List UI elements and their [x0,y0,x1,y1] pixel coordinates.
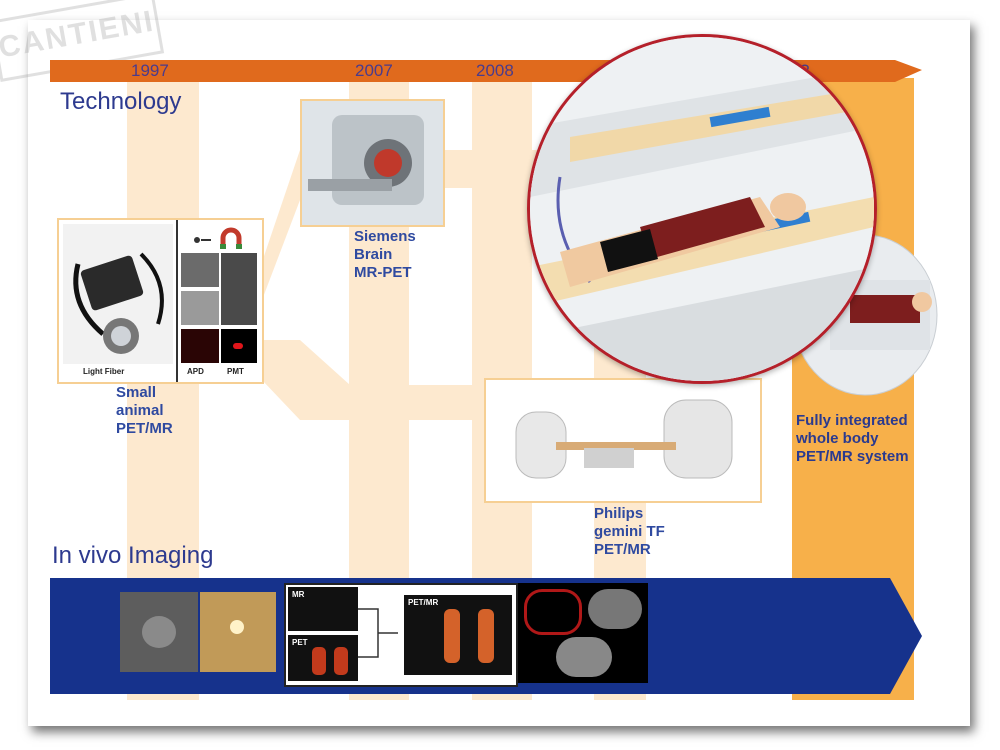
small-animal-photo-panel: Light Fiber APD PMT [57,218,264,384]
caption-small-animal: Small animal PET/MR [116,384,173,437]
petmr-label: PET/MR [408,598,439,607]
year-label-2007: 2007 [355,61,393,80]
pet-label: PET [292,638,308,647]
inset-patient-icon [530,37,874,381]
light-fiber-icon [73,252,164,354]
caption-siemens: Siemens Brain MR-PET [354,228,416,281]
year-label-1997: 1997 [131,61,169,80]
invivo-gold-phantom [200,592,276,672]
mr-image [288,587,358,631]
invivo-heading: In vivo Imaging [52,542,214,569]
invivo-petmr-fusion-panel: MR PET PET/MR [284,583,518,687]
magnified-scanner-inset [527,34,877,384]
flow-to-philips [262,340,488,420]
apd-chip-tile [181,253,219,287]
siemens-scanner-icon [308,115,424,205]
pet-image [288,635,358,681]
apd-flood-image [181,329,219,363]
year-label-2008: 2008 [476,61,514,80]
pmt-label: PMT [227,367,244,376]
fusion-bracket [358,608,398,658]
mr-label: MR [292,590,305,599]
pmt-flood-image [221,329,257,363]
philips-scanner-photo [484,378,762,503]
panel-divider [176,220,178,382]
technology-heading: Technology [60,88,182,115]
caption-fully-integrated: Fully integrated whole body PET/MR syste… [796,412,909,465]
petmr-image [404,595,512,675]
light-fiber-photo [63,224,173,364]
pmt-block-tile [221,253,257,325]
invivo-brain-slices-panel [518,583,648,683]
invivo-gray-phantom [120,592,198,672]
light-fiber-label: Light Fiber [83,367,125,376]
magnet-icon [194,227,242,249]
apd-crystal-tile [181,291,219,325]
philips-scanner-icon [515,399,733,479]
flow-to-siemens [262,150,300,300]
apd-label: APD [187,367,204,376]
siemens-scanner-photo [300,99,445,227]
caption-philips: Philips gemini TF PET/MR [594,505,665,558]
